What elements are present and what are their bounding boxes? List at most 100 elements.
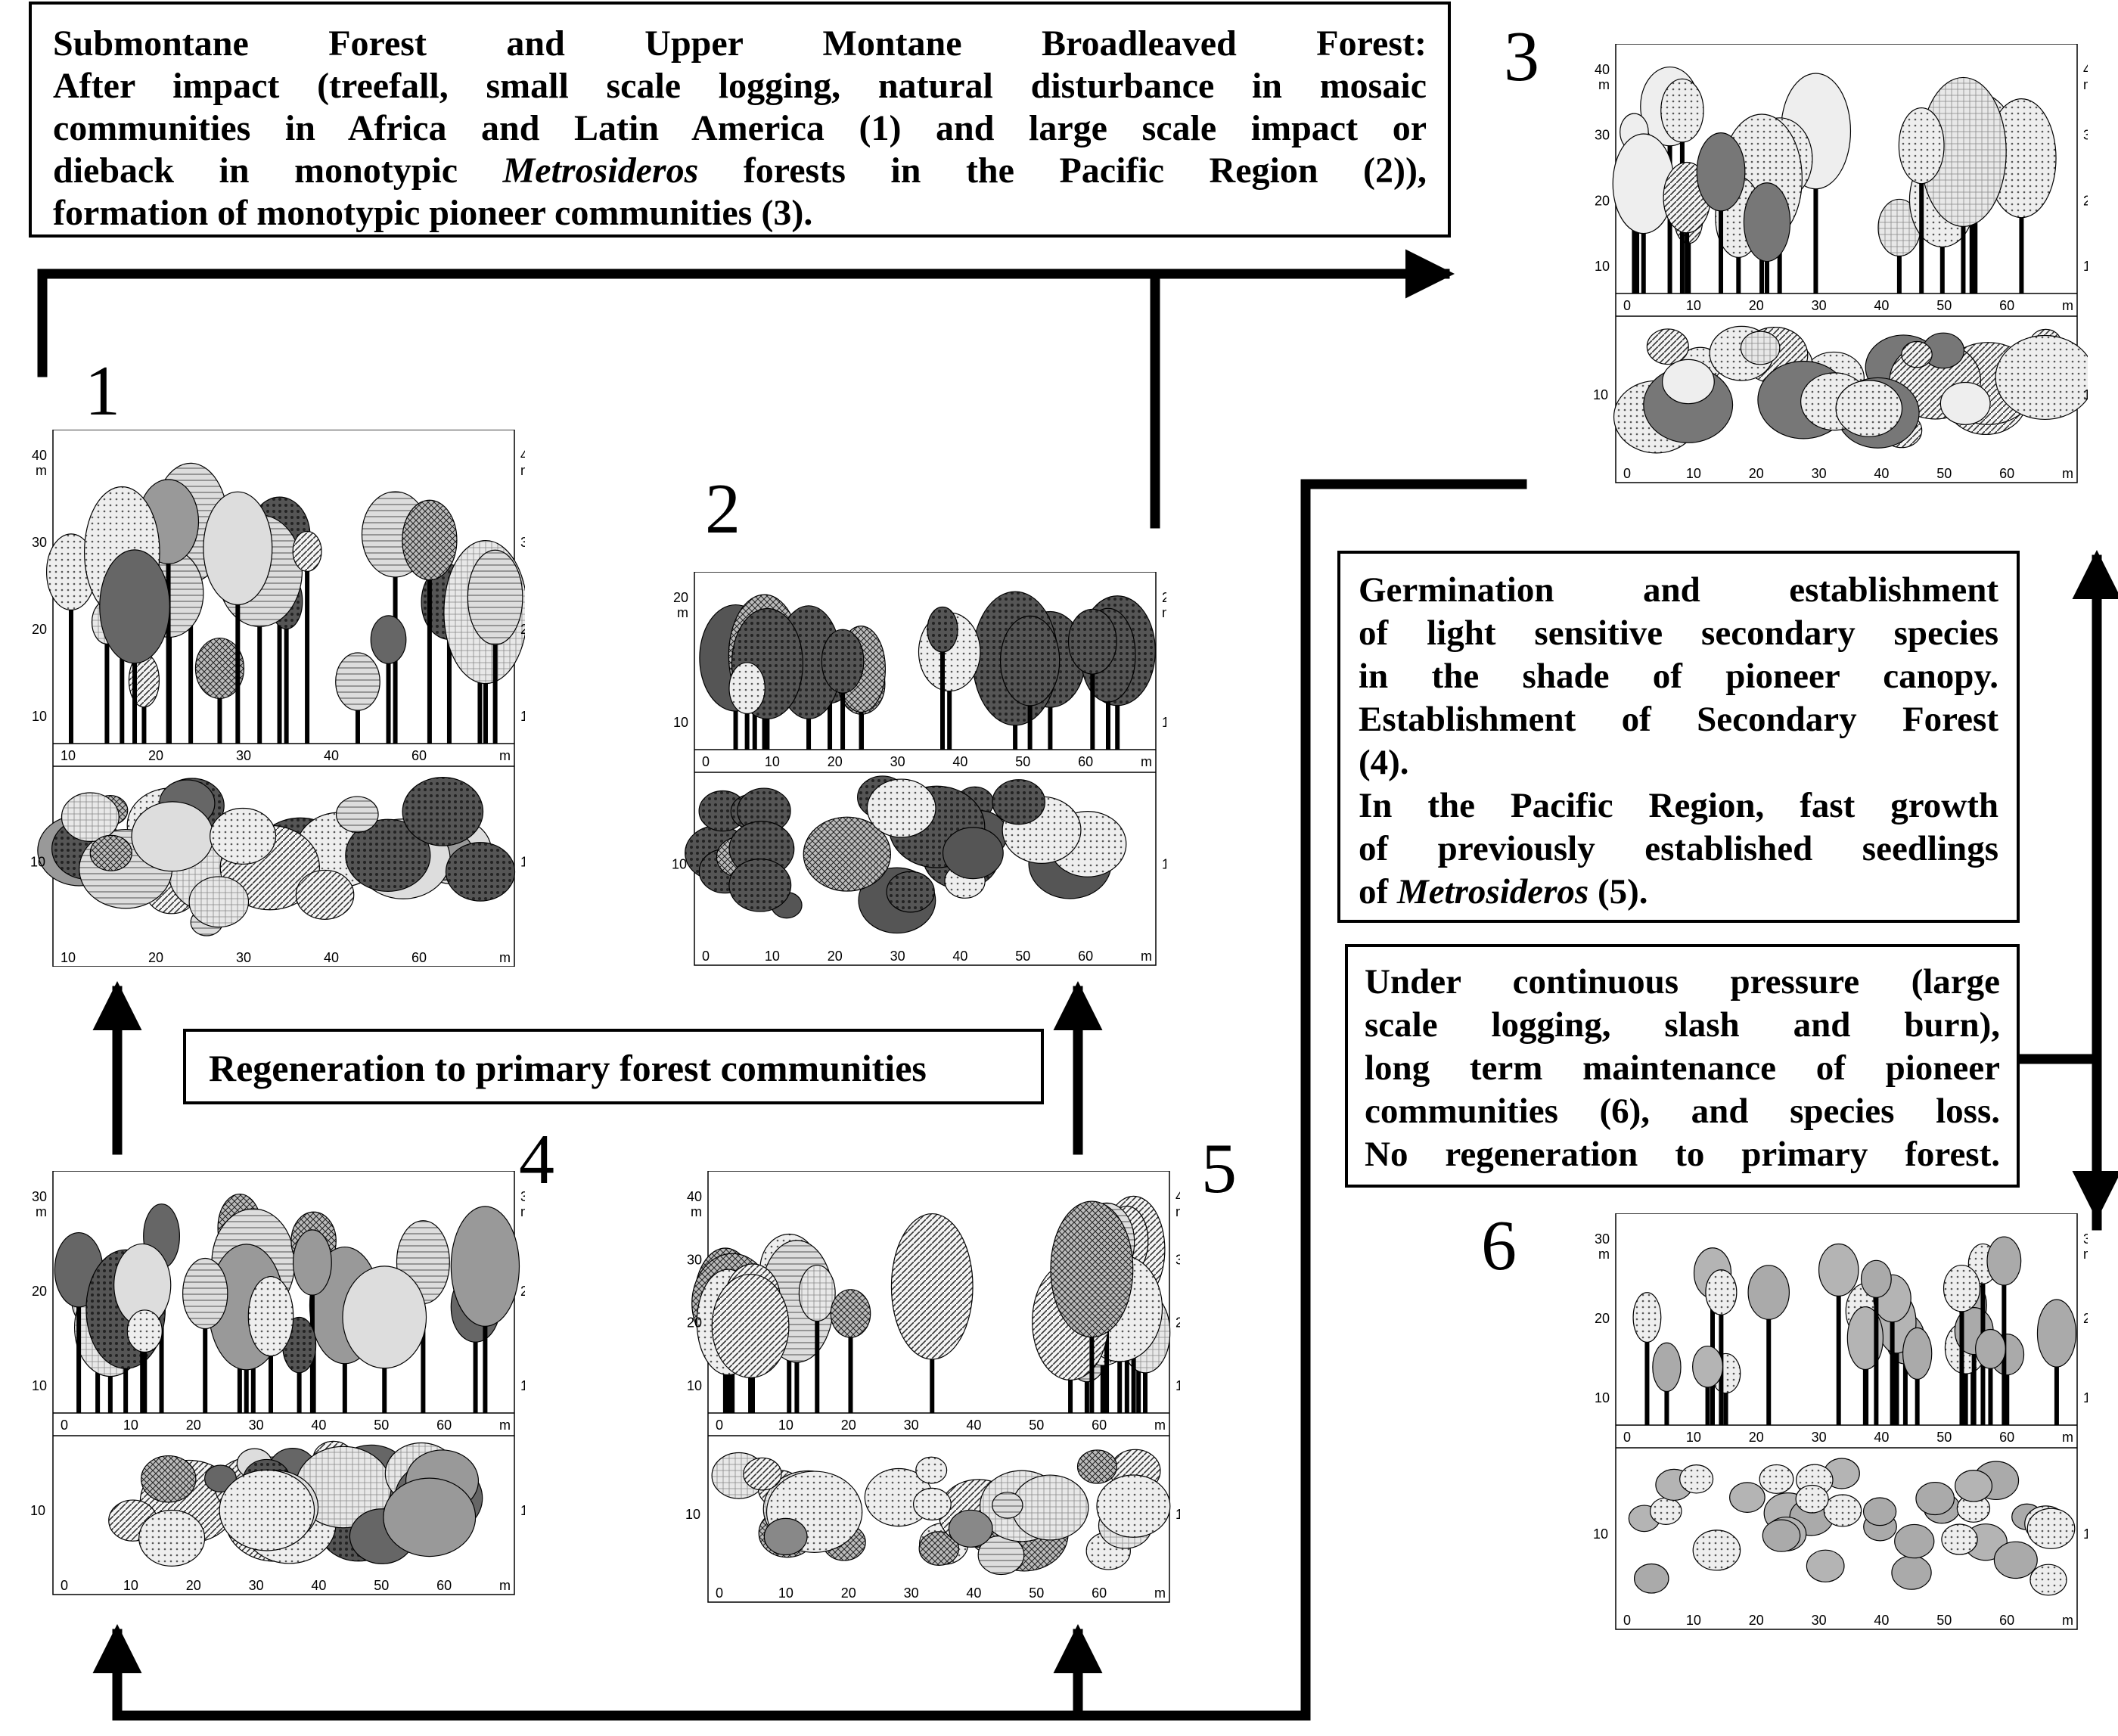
x-tick-label: 30	[1812, 466, 1827, 481]
y-tick-label: 20	[2083, 193, 2088, 208]
x-tick-label: 10	[1686, 1613, 1701, 1628]
y-tick-label: 20	[673, 590, 688, 605]
x-tick-label: 20	[828, 754, 843, 769]
x-tick-label: 60	[1999, 1613, 2014, 1628]
x-tick-label: 50	[1936, 1613, 1952, 1628]
x-tick-label: 20	[1749, 466, 1764, 481]
x-tick-label: 20	[186, 1418, 201, 1433]
y-tick-label: 40	[520, 448, 525, 463]
y-tick-label: 20	[32, 1284, 47, 1299]
y-tick-label: m	[1598, 77, 1610, 92]
x-tick-label: 30	[249, 1578, 264, 1593]
plan-tick-label: 10	[30, 855, 45, 870]
forest-profile-2: 2020mm101000101020203030404050506060mm10…	[652, 572, 1166, 973]
plan-tick-label: 10	[2083, 1526, 2088, 1542]
stage-number-6: 6	[1481, 1210, 1517, 1281]
x-tick-label: m	[2062, 1613, 2073, 1628]
x-tick-label: m	[499, 1418, 511, 1433]
x-tick-label: m	[1154, 1418, 1166, 1433]
header-line-2: After impact (treefall, small scale logg…	[53, 65, 1427, 107]
x-tick-label: m	[499, 950, 511, 965]
x-tick-label: 20	[841, 1418, 856, 1433]
y-tick-label: 40	[687, 1189, 702, 1204]
x-tick-label: 40	[1874, 298, 1889, 313]
profile-drawing-1: 4040mm30302020101010102020303040406060mm…	[11, 430, 525, 967]
y-tick-label: m	[1175, 1204, 1180, 1219]
x-tick-label: 60	[1092, 1585, 1107, 1601]
y-tick-label: 30	[687, 1252, 702, 1267]
y-tick-label: m	[677, 605, 688, 620]
y-tick-label: 30	[520, 535, 525, 550]
germination-line-5: (4).	[1359, 741, 1998, 784]
forest-profile-5: 4040mm3030202010100010102020303040405050…	[666, 1171, 1180, 1610]
germination-line-8: of Metrosideros (5).	[1359, 871, 1998, 914]
germination-line-4: Establishment of Secondary Forest	[1359, 698, 1998, 741]
x-tick-label: 60	[1999, 466, 2014, 481]
x-tick-label: 50	[1936, 1430, 1952, 1445]
x-tick-label: 10	[765, 754, 780, 769]
x-tick-label: 60	[1092, 1418, 1107, 1433]
y-tick-label: 10	[1595, 259, 1610, 274]
x-tick-label: 40	[311, 1578, 326, 1593]
y-tick-label: 20	[1175, 1315, 1180, 1331]
plan-tick-label: 10	[2083, 387, 2088, 402]
y-tick-label: 20	[1595, 193, 1610, 208]
pressure-line-5: No regeneration to primary forest.	[1365, 1133, 2000, 1176]
x-tick-label: 20	[1749, 298, 1764, 313]
x-tick-label: 50	[374, 1578, 389, 1593]
y-tick-label: m	[2083, 77, 2088, 92]
x-tick-label: 60	[1999, 1430, 2014, 1445]
x-tick-label: 30	[1812, 1430, 1827, 1445]
x-tick-label: 10	[123, 1578, 138, 1593]
x-tick-label: m	[1141, 949, 1152, 964]
x-tick-label: 10	[778, 1585, 793, 1601]
y-tick-label: 10	[32, 1378, 47, 1393]
x-tick-label: 10	[1686, 1430, 1701, 1445]
x-tick-label: 0	[61, 1578, 68, 1593]
plan-tick-label: 10	[1175, 1507, 1180, 1522]
stage-number-5: 5	[1201, 1133, 1237, 1204]
x-tick-label: 0	[716, 1585, 723, 1601]
x-tick-label: 30	[236, 950, 251, 965]
y-tick-label: m	[1598, 1247, 1610, 1262]
profile-drawing-6: 3030mm2020101000101020203030404050506060…	[1573, 1213, 2088, 1637]
x-tick-label: 30	[890, 949, 905, 964]
x-tick-label: 40	[1874, 466, 1889, 481]
y-tick-label: 10	[1162, 715, 1166, 730]
header-box: Submontane Forest and Upper Montane Broa…	[29, 2, 1451, 238]
y-tick-label: 40	[1175, 1189, 1180, 1204]
x-tick-label: 30	[890, 754, 905, 769]
x-tick-label: 40	[952, 949, 967, 964]
x-tick-label: 60	[436, 1578, 452, 1593]
x-tick-label: m	[499, 1578, 511, 1593]
germination-metrosideros: Metrosideros	[1397, 872, 1588, 911]
x-tick-label: 0	[702, 949, 710, 964]
y-tick-label: 30	[32, 535, 47, 550]
x-tick-label: 50	[1936, 466, 1952, 481]
y-tick-label: 30	[1175, 1252, 1180, 1267]
x-tick-label: 10	[123, 1418, 138, 1433]
header-line-5: formation of monotypic pioneer communiti…	[53, 192, 1427, 234]
pressure-line-2: scale logging, slash and burn),	[1365, 1004, 2000, 1047]
x-tick-label: 0	[1623, 1613, 1631, 1628]
x-tick-label: 10	[1686, 466, 1701, 481]
x-tick-label: 30	[1812, 1613, 1827, 1628]
forest-profile-6: 3030mm2020101000101020203030404050506060…	[1573, 1213, 2088, 1637]
x-tick-label: 60	[1999, 298, 2014, 313]
x-tick-label: 0	[1623, 1430, 1631, 1445]
x-tick-label: 60	[1078, 949, 1093, 964]
regeneration-label: Regeneration to primary forest communiti…	[209, 1047, 927, 1089]
y-tick-label: 20	[1162, 590, 1166, 605]
x-tick-label: 50	[1029, 1418, 1044, 1433]
header-metrosideros: Metrosideros	[503, 151, 699, 191]
germination-line-1: Germination and establishment	[1359, 569, 1998, 612]
y-tick-label: m	[1162, 605, 1166, 620]
x-tick-label: 50	[1029, 1585, 1044, 1601]
plan-tick-label: 10	[1593, 1526, 1608, 1542]
x-tick-label: 10	[61, 748, 76, 763]
pressure-line-1: Under continuous pressure (large	[1365, 961, 2000, 1004]
x-tick-label: 10	[1686, 298, 1701, 313]
forest-profile-3: 4040mm3030202010100010102020303040405050…	[1573, 44, 2088, 490]
y-tick-label: 30	[520, 1189, 525, 1204]
x-tick-label: 0	[1623, 466, 1631, 481]
